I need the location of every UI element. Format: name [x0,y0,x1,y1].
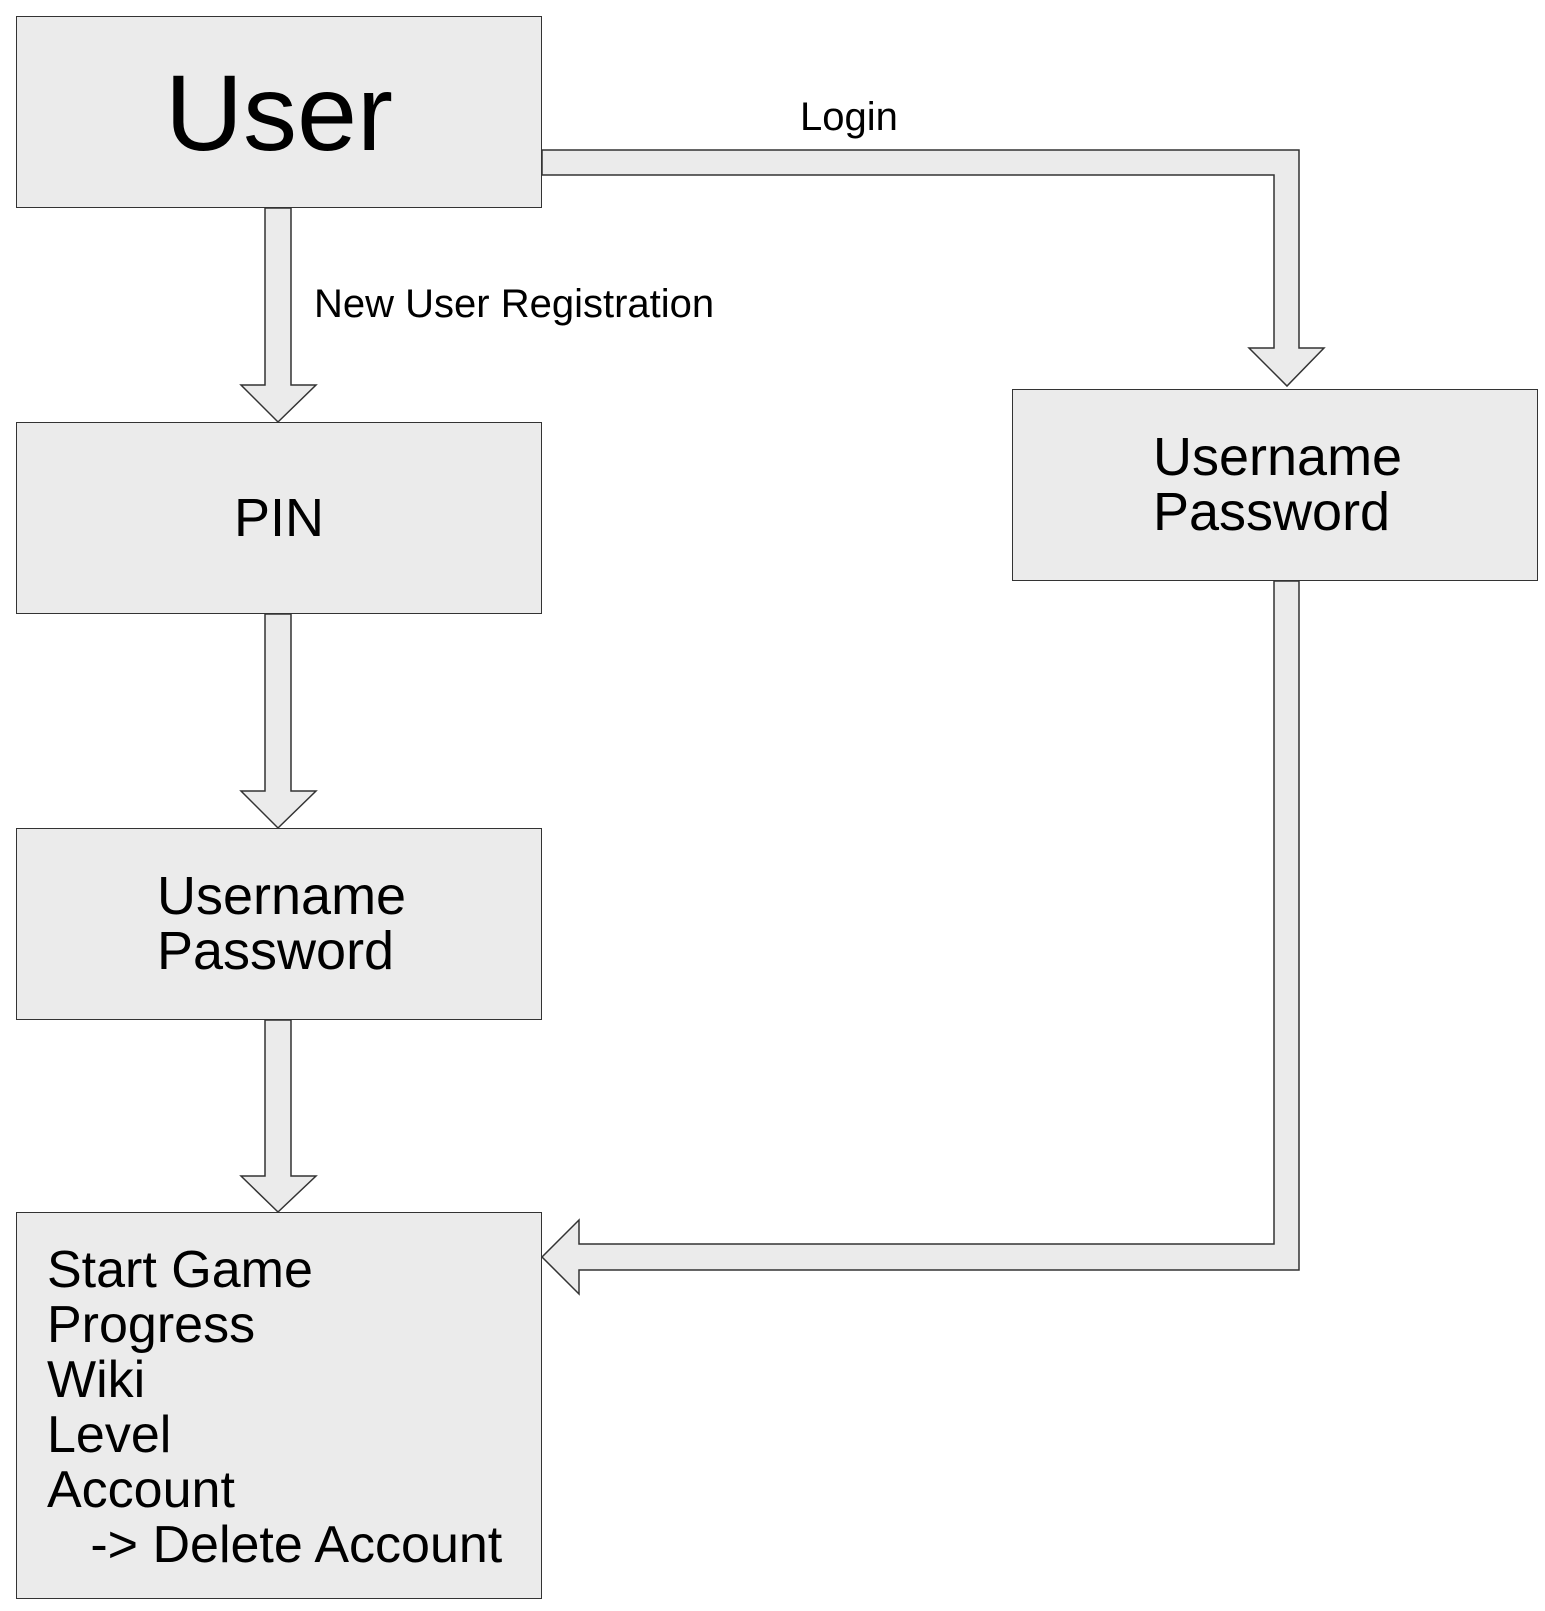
menu-item-wiki: Wiki [47,1351,146,1409]
menu-item-account: Account [47,1461,235,1519]
main-menu-node: Start Game Progress Wiki Level Account -… [16,1212,542,1599]
registration-username-label: Username [157,866,407,926]
pin-node-label: PIN [233,488,325,548]
registration-credentials-node: Username Password [16,828,542,1020]
arrow-credentials-to-menu [239,1019,318,1214]
menu-item-level: Level [47,1406,172,1464]
menu-item-delete-account: -> Delete Account [47,1516,503,1574]
login-credentials-node: Username Password [1012,389,1538,581]
arrow-login [541,149,1326,388]
arrow-user-to-pin [239,207,318,424]
login-edge-label: Login [800,95,898,139]
login-password-label: Password [1153,482,1391,542]
menu-item-progress: Progress [47,1296,256,1354]
arrow-pin-to-credentials [239,613,318,830]
menu-item-start-game: Start Game [47,1241,313,1299]
arrow-login-to-menu [540,580,1300,1296]
pin-node: PIN [16,422,542,614]
registration-password-label: Password [157,921,395,981]
user-node-label: User [164,51,394,173]
registration-edge-label: New User Registration [314,282,715,326]
login-username-label: Username [1153,427,1403,487]
user-node: User [16,16,542,208]
